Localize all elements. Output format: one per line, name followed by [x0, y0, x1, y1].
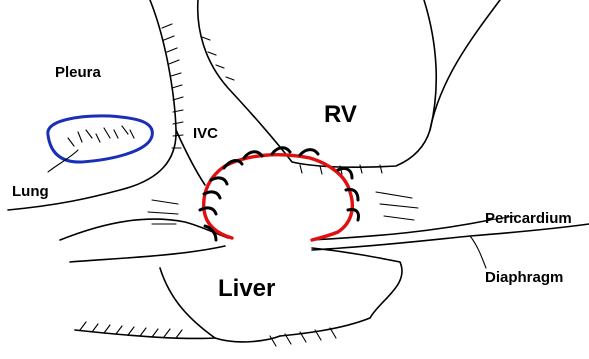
label-pericardium: Pericardium	[485, 210, 572, 227]
label-pleura: Pleura	[55, 64, 102, 81]
label-liver: Liver	[218, 275, 275, 302]
lung-outline	[48, 116, 153, 172]
label-lung: Lung	[12, 183, 49, 200]
ivc-outline	[60, 130, 418, 240]
label-ivc: IVC	[193, 125, 218, 142]
label-rv: RV	[324, 101, 357, 128]
anastomosis	[200, 148, 359, 240]
label-diaphragm: Diaphragm	[485, 269, 563, 286]
right-ventricle-outline	[198, 0, 500, 174]
pleura-outline	[8, 0, 183, 210]
